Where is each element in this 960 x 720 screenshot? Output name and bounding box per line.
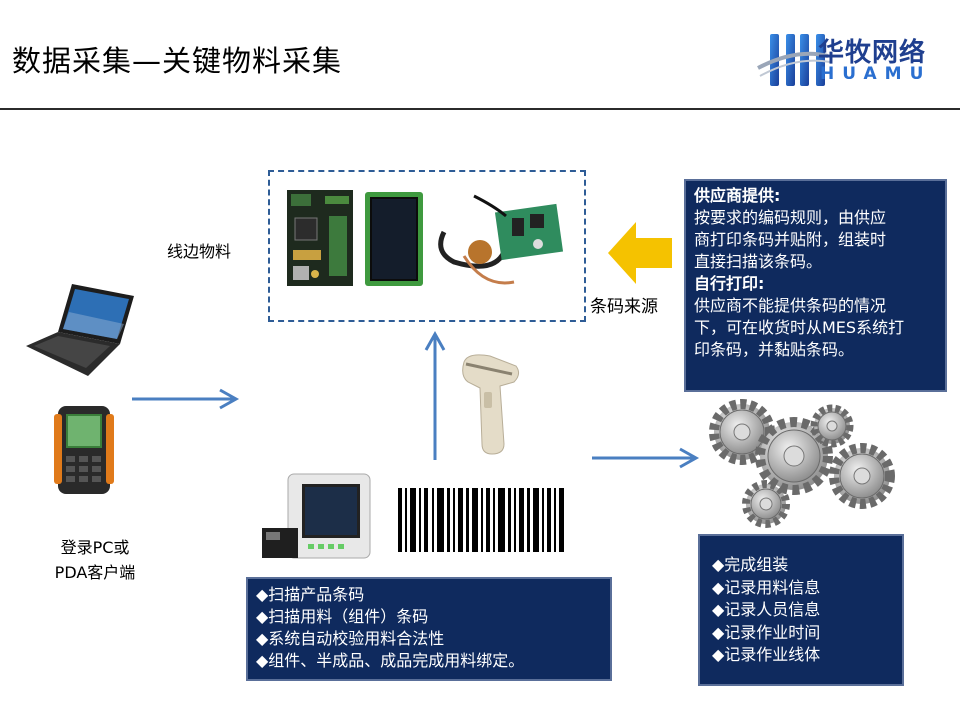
line-material-label: 线边物料 (167, 242, 232, 261)
login-label-line1: 登录PC或 (60, 538, 130, 557)
self-print-line: 印条码，并黏贴条码。 (694, 340, 855, 359)
barcode-scanner-icon (462, 354, 520, 455)
supplier-line: 直接扫描该条码。 (694, 252, 823, 271)
self-print-heading: 自行打印: (694, 274, 765, 293)
scan-item: ◆扫描产品条码 (256, 585, 365, 604)
logo-chinese-text: 华牧网络 (818, 38, 927, 68)
assembly-item: ◆记录作业线体 (712, 645, 821, 664)
logo-english-text: HUAMU (820, 64, 932, 84)
right-arrow-icon (592, 447, 700, 469)
barcode-source-label: 条码来源 (590, 297, 658, 317)
page-title: 数据采集—关键物料采集 (12, 44, 343, 78)
circuit-board-icon (287, 190, 353, 286)
scan-item: ◆组件、半成品、成品完成用料绑定。 (256, 651, 525, 670)
self-print-line: 下，可在收货时从MES系统打 (694, 318, 905, 337)
barcode-icon (398, 488, 564, 552)
laptop-icon (26, 284, 134, 376)
assembly-item: ◆记录用料信息 (712, 577, 821, 597)
line-material-box (268, 170, 586, 322)
scan-item: ◆系统自动校验用料合法性 (256, 629, 445, 648)
scan-process-box: ◆扫描产品条码 ◆扫描用料（组件）条码 ◆系统自动校验用料合法性 ◆组件、半成品… (246, 577, 612, 681)
gears-icon (709, 399, 895, 528)
right-arrow-icon (132, 388, 240, 410)
driver-board-icon (438, 194, 564, 285)
supplier-line: 按要求的编码规则，由供应 (694, 208, 887, 227)
lcd-display-icon (365, 192, 423, 286)
supplier-heading: 供应商提供: (694, 186, 781, 205)
assembly-item: ◆记录人员信息 (712, 600, 821, 619)
title-divider (0, 108, 960, 110)
assembly-item: ◆记录作业时间 (712, 622, 821, 642)
scan-item: ◆扫描用料（组件）条码 (256, 607, 429, 626)
login-client-label: 登录PC或 PDA客户端 (40, 535, 150, 585)
huamu-logo-icon (757, 34, 831, 86)
assembly-item: ◆完成组装 (712, 555, 789, 574)
self-print-line: 供应商不能提供条码的情况 (694, 296, 887, 315)
assembly-record-box: ◆完成组装 ◆记录用料信息 ◆记录人员信息 ◆记录作业时间 ◆记录作业线体 (698, 534, 904, 686)
up-arrow-icon (424, 330, 446, 460)
barcode-source-arrow-icon (608, 222, 672, 284)
login-label-line2: PDA客户端 (54, 563, 136, 582)
patient-monitor-icon (262, 473, 371, 559)
supplier-line: 商打印条码并贴附，组装时 (694, 230, 887, 249)
supplier-info-box: 供应商提供: 按要求的编码规则，由供应 商打印条码并贴附，组装时 直接扫描该条码… (684, 179, 947, 392)
pda-handheld-icon (54, 406, 114, 494)
